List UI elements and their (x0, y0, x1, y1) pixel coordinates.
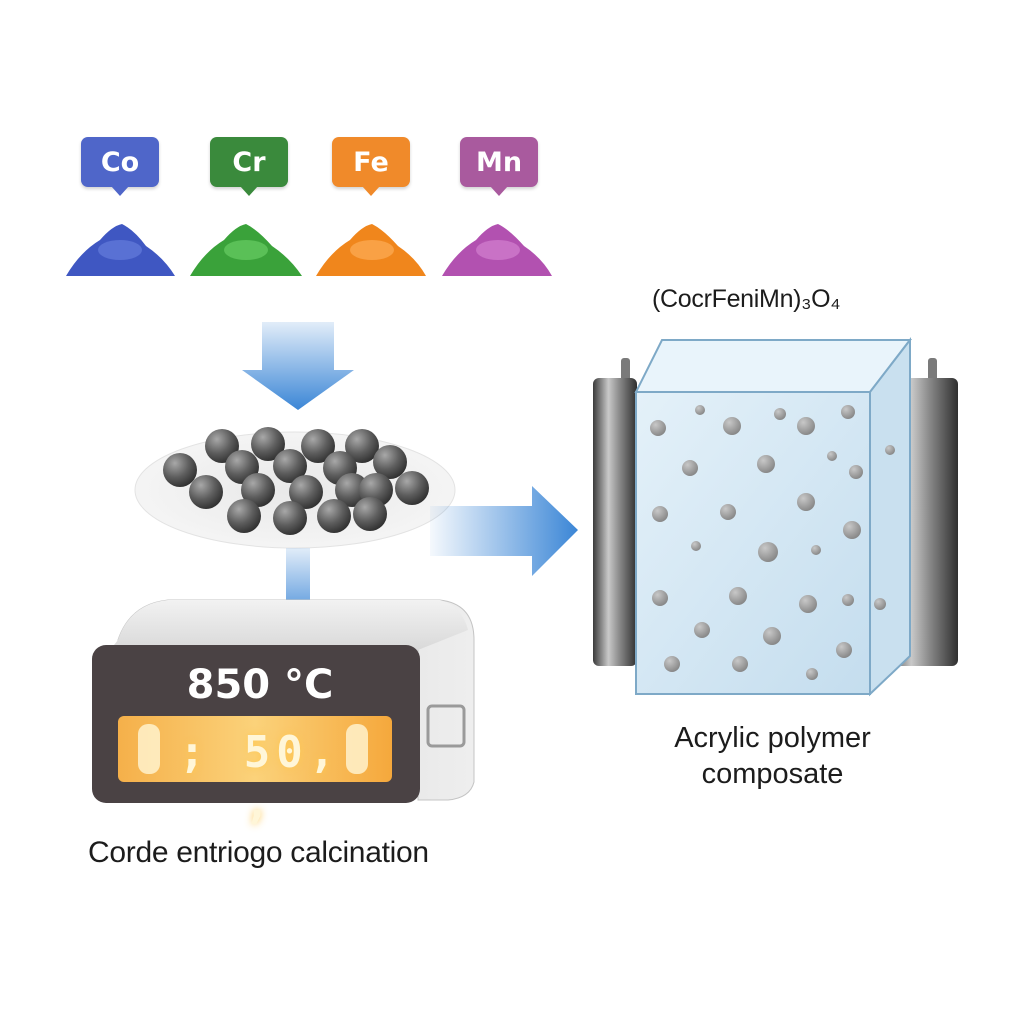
particle (695, 405, 705, 415)
particle (774, 408, 786, 420)
ball (353, 497, 387, 531)
particle (827, 451, 837, 461)
particle (836, 642, 852, 658)
ball (227, 499, 261, 533)
ball (301, 429, 335, 463)
element-badge-cr: Cr (210, 137, 288, 196)
ball (335, 473, 369, 507)
particle (729, 587, 747, 605)
ball (317, 499, 351, 533)
ball (273, 501, 307, 535)
composite-block-front (635, 391, 871, 695)
particle (682, 460, 698, 476)
element-badge-mn: Mn (460, 137, 538, 196)
furnace-handle (426, 704, 466, 748)
powder-pile-cr (190, 224, 302, 276)
particle (843, 521, 861, 539)
particle (720, 504, 736, 520)
ball (395, 471, 429, 505)
particle (842, 594, 854, 606)
particle (806, 668, 818, 680)
particle (763, 627, 781, 645)
furnace-temperature: 850 °C (186, 662, 334, 708)
particle (732, 656, 748, 672)
particle (841, 405, 855, 419)
ball (273, 449, 307, 483)
process-label: Corde entriogo calcination (88, 836, 429, 869)
particle (758, 542, 778, 562)
furnace-display-readout: ; 50, , (178, 727, 342, 829)
element-badge-co: Co (81, 137, 159, 196)
ball (163, 453, 197, 487)
electrode-left (593, 378, 637, 666)
particle (691, 541, 701, 551)
element-label-mn: Mn (475, 146, 523, 178)
element-badge-fe: Fe (332, 137, 410, 196)
arrow-right-composite (430, 486, 578, 576)
ball (345, 429, 379, 463)
ball (373, 445, 407, 479)
composite-block-side (869, 337, 911, 697)
powder-pile-co (66, 224, 175, 276)
powder-pile-mn (442, 224, 552, 276)
ball (189, 475, 223, 509)
particle (694, 622, 710, 638)
particle (664, 656, 680, 672)
particle (797, 493, 815, 511)
particle (652, 506, 668, 522)
dispersed-particles (650, 405, 895, 680)
particle (885, 445, 895, 455)
ball (251, 427, 285, 461)
particle (811, 545, 821, 555)
particle (757, 455, 775, 473)
particle (797, 417, 815, 435)
particle (849, 465, 863, 479)
particle (650, 420, 666, 436)
arrow-down-mixing (242, 322, 354, 410)
composite-block-top (634, 339, 913, 393)
powder-pile-fe (316, 224, 426, 276)
furnace-display-window (118, 716, 392, 782)
particle (799, 595, 817, 613)
particle (723, 417, 741, 435)
particle (652, 590, 668, 606)
element-label-co: Co (100, 146, 140, 178)
composite-cell (593, 337, 958, 697)
ball-cluster (163, 427, 429, 535)
ball (241, 473, 275, 507)
formula-label: (CocrFeniMn)₃O₄ (652, 285, 841, 313)
composite-label: Acrylic polymer composate (674, 722, 871, 790)
element-label-cr: Cr (232, 146, 266, 178)
element-label-fe: Fe (353, 146, 389, 178)
particle (874, 598, 886, 610)
furnace (92, 599, 475, 803)
ball (289, 475, 323, 509)
